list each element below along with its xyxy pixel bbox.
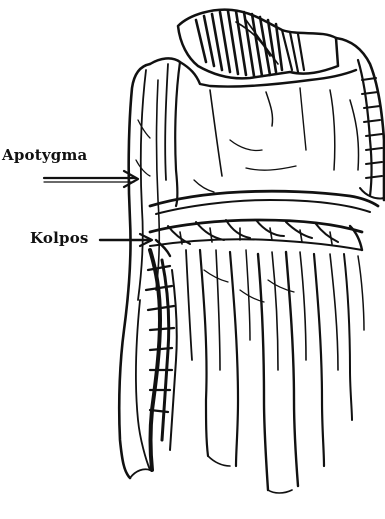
lower-skirt-folds <box>186 250 364 493</box>
garment-left-drape <box>119 64 177 478</box>
kolpos-band <box>150 220 362 250</box>
apotygma-fold <box>150 58 378 214</box>
garment-top-fold <box>178 10 338 79</box>
apotygma-label: Apotygma <box>2 146 87 164</box>
apotygma-arrow <box>44 171 138 187</box>
kolpos-label: Kolpos <box>30 229 89 247</box>
garment-right-shoulder <box>336 38 384 200</box>
kolpos-arrow <box>100 234 152 246</box>
